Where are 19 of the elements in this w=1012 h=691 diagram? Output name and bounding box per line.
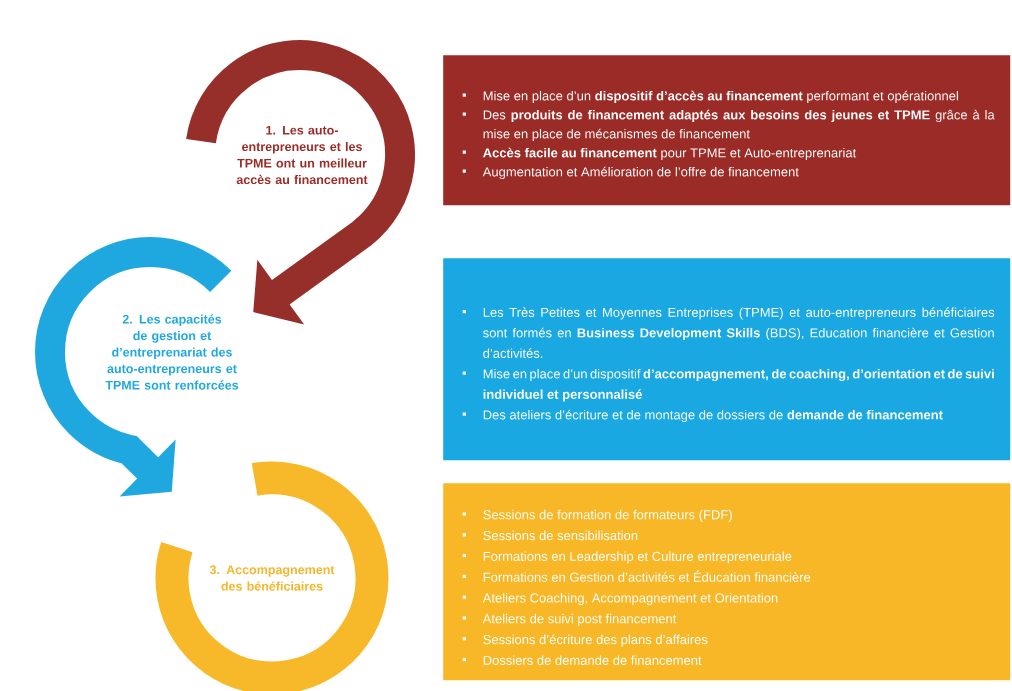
bullet-item: Sessions d’écriture des plans d’affaires	[462, 634, 708, 647]
bullet-item: Sessions de formation de formateurs (FDF)	[462, 509, 732, 522]
text-panel	[443, 483, 1011, 681]
step-label: 3. Accompagnement des bénéficiaires	[209, 565, 335, 591]
text-panel	[443, 55, 1011, 206]
bullet-item: Augmentation et Amélioration de l’offre de financement	[462, 166, 799, 180]
bullet-item: Dossiers de demande de financement	[462, 655, 702, 665]
bullet-item: Les Très Petites et Moyennes Entreprises (TPME) et auto-entrepreneurs bénéficiaires sont formés en Business Development Skills (BDS), Education financière et Gestion d’activités.	[462, 307, 995, 358]
step-label: 2. Les capacités de gestion et d’entreprenariat des auto-entrepreneurs et TPME sont renforcées	[105, 314, 239, 390]
bullet-item: Ateliers Coaching, Accompagnement et Orientation	[462, 593, 778, 606]
bullet-item: Formations en Leadership et Culture entrepreneuriale	[462, 551, 792, 564]
bullet-item: Des ateliers d’écriture et de montage de dossiers de demande de financement	[462, 409, 943, 423]
bullet-item: Accès facile au financement pour TPME et Auto-entreprenariat	[462, 147, 857, 161]
bullet-item: Sessions de sensibilisation	[462, 530, 638, 541]
text-panel	[443, 258, 1011, 461]
bullet-item: Mise en place d’un dispositif d’accès au financement performant et opérationnel	[462, 90, 958, 104]
bullet-item: Formations en Gestion d’activités et Éducation financière	[462, 570, 811, 582]
step-label: 1. Les auto-entrepreneurs et les TPME ont un meilleur accès au financement	[236, 125, 368, 185]
bullet-item: Ateliers de suivi post financement	[462, 613, 677, 626]
